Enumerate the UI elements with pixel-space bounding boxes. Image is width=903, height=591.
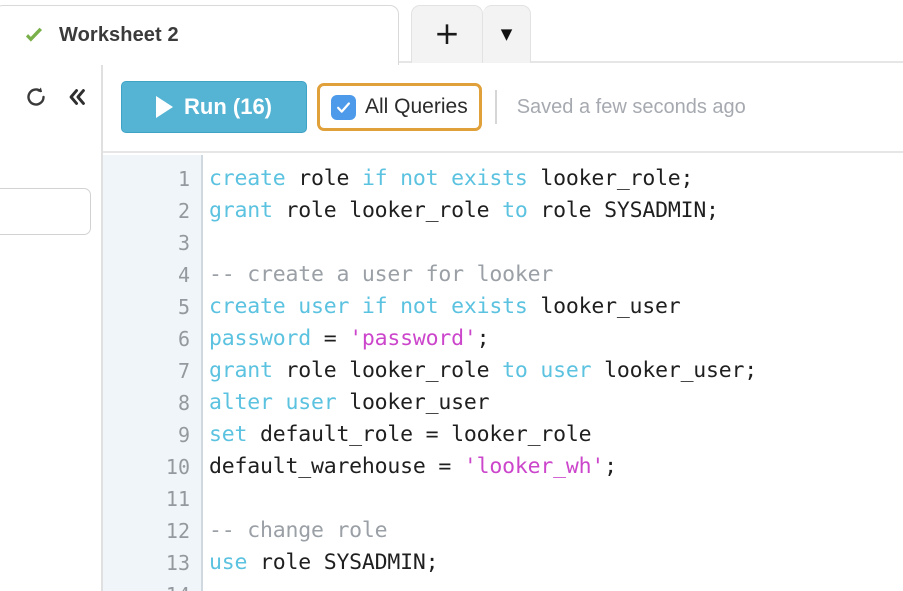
tab-tools-group: + ▼ [411, 5, 531, 63]
gutter-line-number: 8 [177, 391, 190, 415]
gutter-line-number: 13 [165, 551, 190, 575]
code-line[interactable]: -- change role [209, 515, 388, 547]
gutter-line-number: 4 [177, 263, 190, 287]
sql-code-editor[interactable]: 1234567891011121314 create role if not e… [103, 155, 903, 591]
worksheet-menu-button[interactable]: ▼ [483, 5, 531, 63]
all-queries-checkbox[interactable]: All Queries [317, 83, 482, 131]
gutter-line-number: 6 [177, 327, 190, 351]
code-token-kw: if not exists [361, 166, 528, 191]
left-rail-icon-group [0, 77, 101, 117]
code-token-pln: role SYSADMIN; [527, 198, 719, 223]
gutter-line-number: 11 [165, 487, 190, 511]
editor-code-area[interactable]: create role if not exists looker_role;gr… [209, 155, 903, 591]
run-button-label: Run (16) [184, 94, 272, 119]
code-token-kw: create user if not exists [209, 294, 528, 319]
gutter-line-number: 9 [177, 423, 190, 447]
code-line[interactable]: default_warehouse = 'looker_wh'; [209, 451, 617, 483]
code-line[interactable]: password = 'password'; [209, 323, 490, 355]
refresh-icon[interactable] [24, 85, 48, 109]
gutter-line-number: 12 [165, 519, 190, 543]
green-check-icon [25, 27, 43, 42]
chevron-down-icon: ▼ [500, 25, 513, 43]
gutter-line-number: 3 [177, 231, 190, 255]
code-token-pln: default_role = looker_role [247, 422, 592, 447]
code-line[interactable]: create user if not exists looker_user [209, 291, 681, 323]
play-icon [156, 96, 173, 118]
gutter-line-number: 10 [165, 455, 190, 479]
worksheet-tab-bar: Worksheet 2 + ▼ [0, 0, 903, 65]
rail-divider [101, 63, 103, 591]
code-line[interactable]: alter user looker_user [209, 387, 490, 419]
code-line[interactable]: -- create a user for looker [209, 259, 553, 291]
code-token-pln: ; [604, 454, 617, 479]
code-token-kw: to [502, 198, 528, 223]
code-token-pln: role looker_role [272, 358, 503, 383]
code-token-str: 'password' [349, 326, 477, 351]
code-token-pln: looker_user [527, 294, 681, 319]
code-line[interactable]: use role SYSADMIN; [209, 547, 439, 579]
code-token-kw: set [209, 422, 248, 447]
code-token-cmt: -- change role [209, 518, 388, 543]
code-token-pln: looker_role; [527, 166, 694, 191]
plus-icon: + [434, 16, 460, 52]
double-chevron-left-icon[interactable] [65, 85, 89, 109]
saved-status-text: Saved a few seconds ago [516, 95, 746, 118]
gutter-line-number: 5 [177, 295, 190, 319]
code-token-pln: role SYSADMIN; [247, 550, 439, 575]
code-token-pln: default_warehouse = [209, 454, 464, 479]
code-token-str: 'looker_wh' [463, 454, 605, 479]
run-button[interactable]: Run (16) [121, 81, 307, 133]
gutter-line-number: 7 [177, 359, 190, 383]
editor-gutter: 1234567891011121314 [103, 155, 203, 591]
toolbar-separator [494, 90, 497, 124]
add-worksheet-button[interactable]: + [411, 5, 483, 63]
code-line[interactable]: create role if not exists looker_role; [209, 163, 694, 195]
code-token-kw: grant [209, 358, 273, 383]
code-token-pln: ; [476, 326, 490, 351]
checkbox-checked-icon [331, 94, 356, 120]
editor-toolbar: Run (16) All Queries Saved a few seconds… [103, 63, 903, 153]
code-token-pln: role looker_role [272, 198, 503, 223]
code-token-pln: = [310, 326, 350, 351]
code-token-kw: alter user [209, 390, 337, 415]
gutter-line-number: 1 [177, 167, 190, 191]
code-token-kw: create [209, 166, 286, 191]
left-rail [0, 63, 101, 591]
code-token-pln: looker_user [336, 390, 490, 415]
code-token-kw: to user [502, 358, 592, 383]
all-queries-label: All Queries [365, 95, 468, 118]
code-token-cmt: -- create a user for looker [209, 262, 554, 287]
code-token-kw: password [209, 326, 311, 351]
code-line[interactable]: set default_role = looker_role [209, 419, 592, 451]
left-rail-search-input[interactable] [0, 188, 91, 235]
code-line[interactable]: grant role looker_role to user looker_us… [209, 355, 757, 387]
code-token-pln: looker_user; [591, 358, 758, 383]
worksheet-tab-title: Worksheet 2 [59, 24, 179, 46]
gutter-line-number: 2 [177, 199, 190, 223]
code-token-kw: use [209, 550, 248, 575]
code-token-kw: grant [209, 198, 273, 223]
worksheet-tab-active[interactable]: Worksheet 2 [0, 5, 399, 65]
code-token-pln: role [285, 166, 362, 191]
code-line[interactable]: grant role looker_role to role SYSADMIN; [209, 195, 719, 227]
gutter-line-number: 14 [110, 579, 190, 591]
